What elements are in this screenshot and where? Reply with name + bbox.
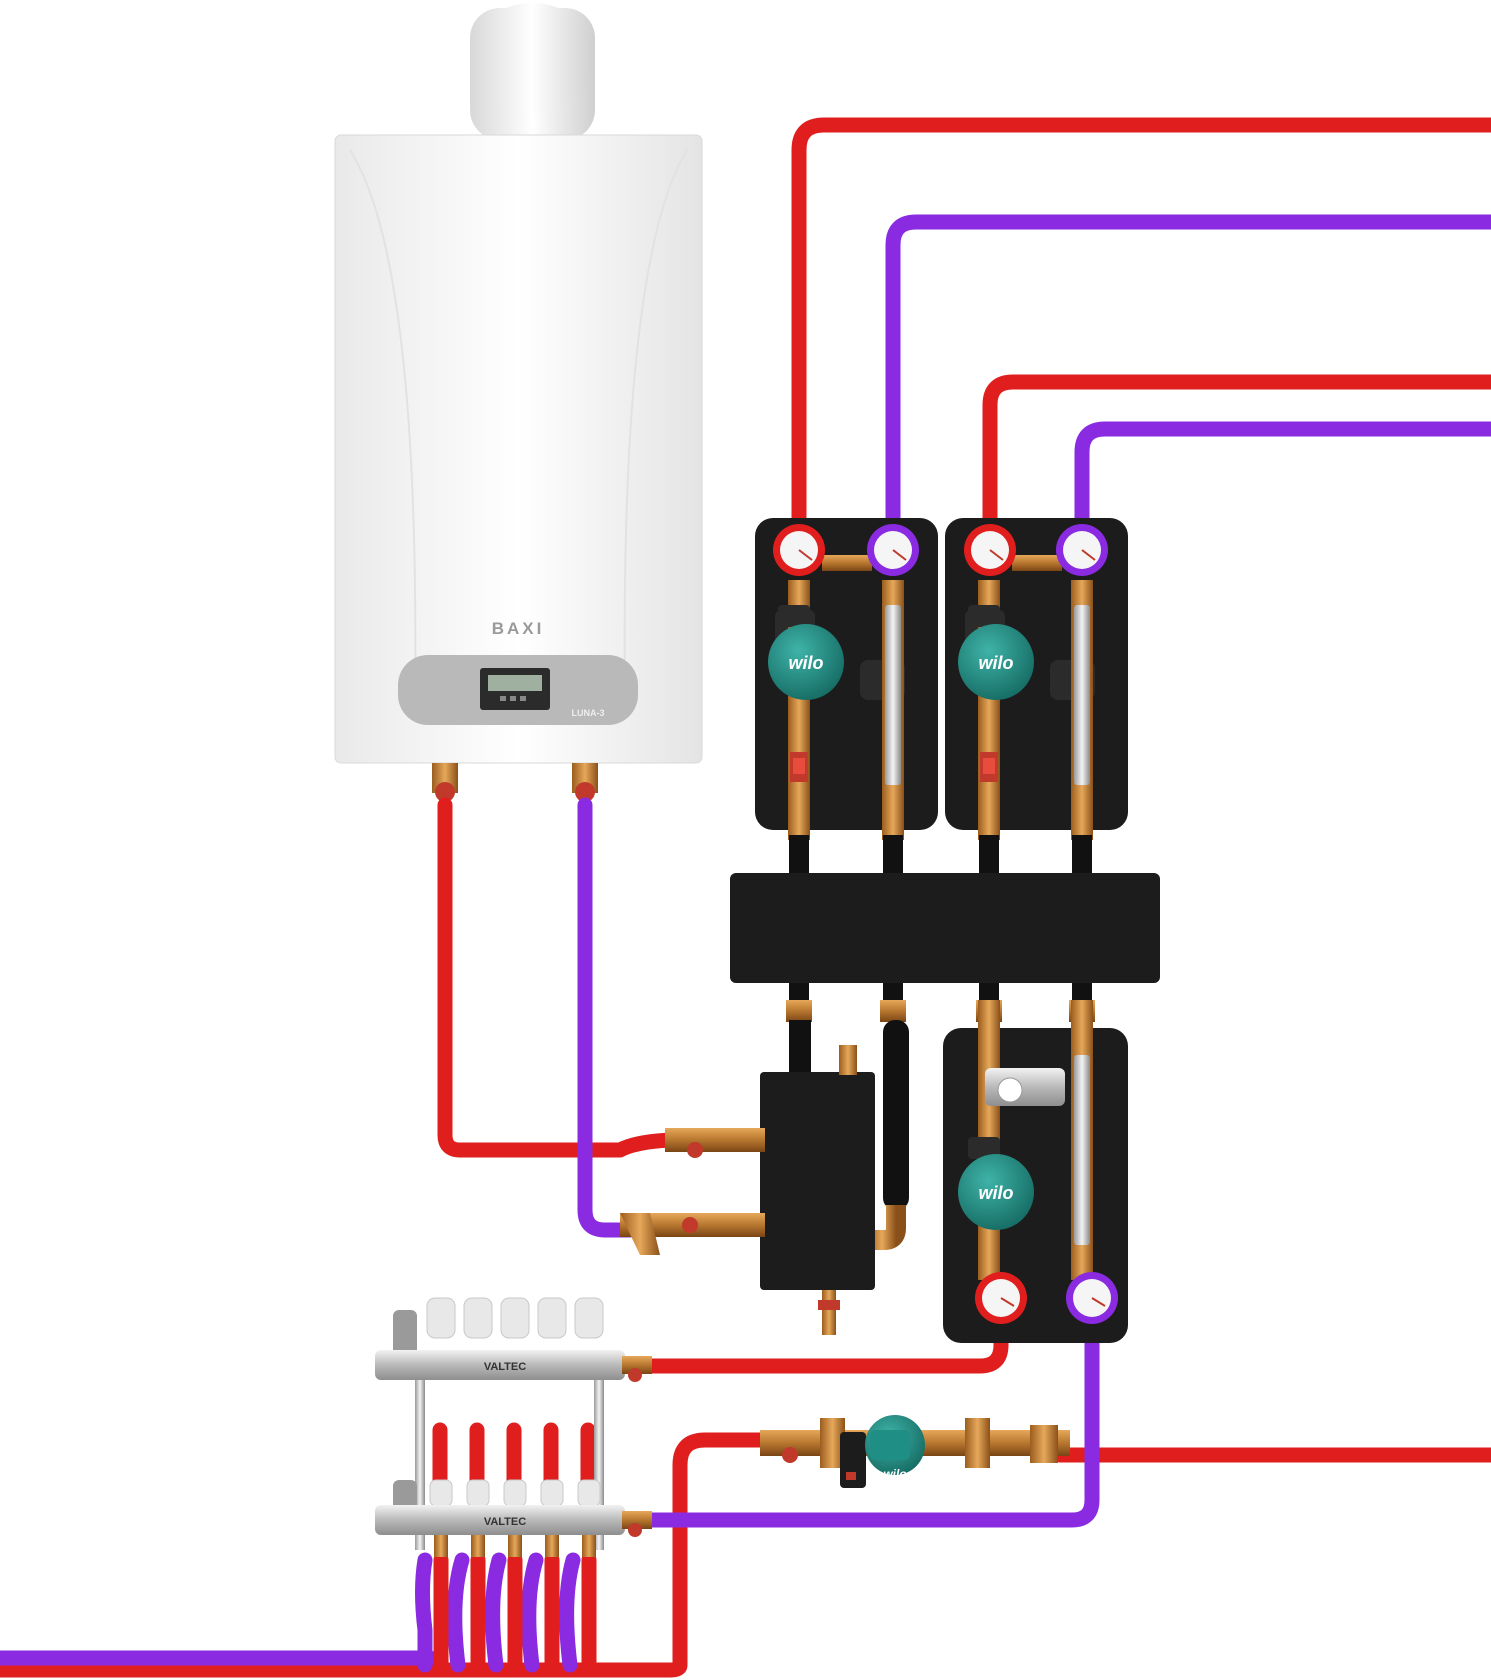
boiler-model-label: LUNA-3 <box>572 708 605 718</box>
return-pipe <box>1074 421 1491 528</box>
boiler-casing <box>334 134 703 764</box>
recirculation-assembly: wilo <box>760 1415 1070 1488</box>
separator-fittings <box>620 1128 765 1255</box>
supply-pipe <box>791 117 1491 528</box>
ball-valve-icon <box>628 1523 642 1537</box>
svg-text:wilo: wilo <box>883 1467 906 1481</box>
flue-cap <box>470 3 594 113</box>
supply-pipe <box>0 1432 778 1678</box>
ball-valve-icon <box>790 752 808 782</box>
distribution-manifold <box>730 873 1160 983</box>
hydraulic-separator <box>760 1045 875 1335</box>
ball-valve-icon <box>782 1447 798 1463</box>
return-pipe <box>632 1282 1100 1528</box>
return-pipe <box>885 214 1491 528</box>
circulation-pump-icon: wilo <box>958 605 1034 700</box>
circulation-pump-icon: wilo <box>840 1415 925 1488</box>
boiler-valve-icon <box>435 782 455 802</box>
return-pipes <box>0 214 1491 1673</box>
return-pipe <box>577 797 638 1238</box>
boiler-brand-label: BAXI <box>492 619 545 638</box>
ball-valve-icon <box>682 1217 698 1233</box>
ball-valve-icon <box>628 1368 642 1382</box>
circulation-pump-icon: wilo <box>768 605 844 700</box>
svg-text:VALTEC: VALTEC <box>484 1516 526 1528</box>
mixing-valve-icon <box>985 1068 1065 1106</box>
strainer-icon <box>620 1213 660 1255</box>
svg-text:wilo: wilo <box>979 1183 1014 1203</box>
ball-valve-icon <box>980 752 998 782</box>
pressure-gauge-icon <box>773 524 825 576</box>
svg-text:VALTEC: VALTEC <box>484 1361 526 1373</box>
boiler-unit: BAXI LUNA-3 <box>334 3 703 802</box>
return-tube <box>1074 605 1090 785</box>
return-manifold-bar <box>375 1505 625 1535</box>
pressure-gauge-icon <box>1066 1272 1118 1324</box>
pressure-gauge-icon <box>975 1272 1027 1324</box>
floor-supply-lines <box>433 1552 597 1673</box>
pressure-gauge-icon <box>1056 524 1108 576</box>
pump-group-3: wilo <box>943 1000 1128 1343</box>
supply-pipe <box>632 1282 1009 1374</box>
svg-text:wilo: wilo <box>789 653 824 673</box>
supply-pipe <box>982 374 1491 528</box>
return-tube <box>1074 1055 1090 1245</box>
floor-loop <box>559 1552 581 1673</box>
manifold-unions <box>786 1000 1095 1022</box>
floor-loop <box>447 1552 470 1673</box>
floor-loop <box>485 1552 507 1673</box>
supply-pipe <box>437 797 698 1158</box>
floor-loop <box>415 1552 433 1673</box>
boiler-valve-icon <box>575 782 595 802</box>
thermo-head-icons <box>426 1297 604 1339</box>
supply-manifold-bar <box>375 1350 625 1380</box>
return-tube <box>885 605 901 785</box>
svg-text:wilo: wilo <box>979 653 1014 673</box>
pressure-gauge-icon <box>964 524 1016 576</box>
supply-pipes <box>0 117 1491 1678</box>
ball-valve-icon <box>687 1142 703 1158</box>
pressure-gauge-icon <box>867 524 919 576</box>
floor-manifold: VALTEC VALTEC <box>375 1297 652 1557</box>
circulation-pump-icon <box>958 1154 1034 1230</box>
floor-loop <box>521 1552 544 1673</box>
